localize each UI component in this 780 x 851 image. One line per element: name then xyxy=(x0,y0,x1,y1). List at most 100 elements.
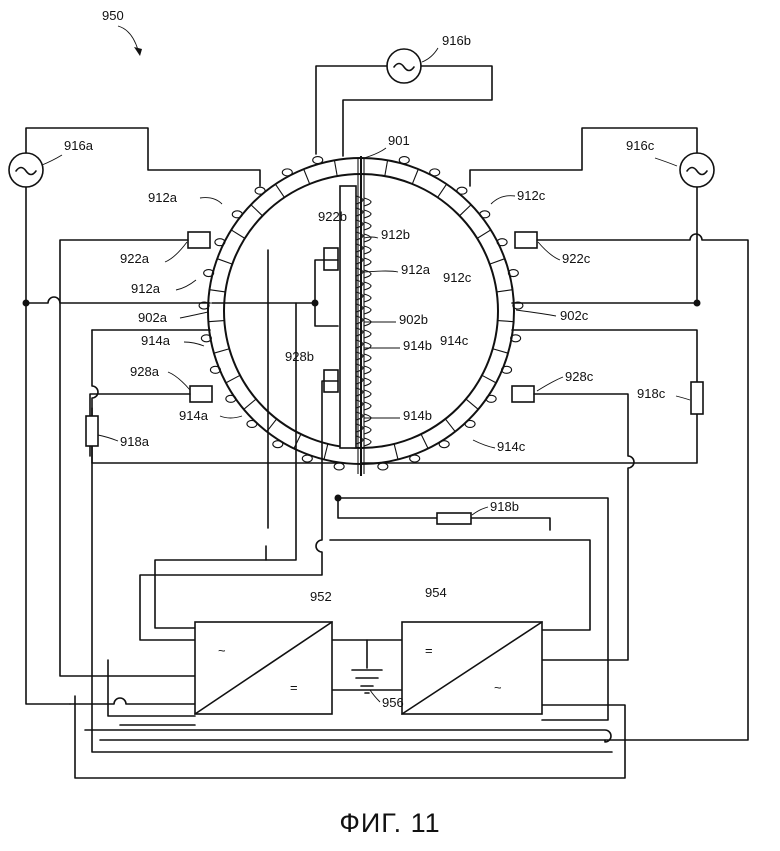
center-coil-turn xyxy=(364,342,371,350)
winding-loop xyxy=(313,157,323,164)
core-tick xyxy=(490,259,505,264)
core-tick xyxy=(466,399,478,409)
center-coil-turn xyxy=(364,378,371,386)
core-tick xyxy=(498,321,514,322)
winding-loop xyxy=(410,455,420,462)
label-918a: 918a xyxy=(120,434,150,449)
center-coil-turn xyxy=(364,354,371,362)
center-coil-turn xyxy=(364,222,371,230)
center-coil-turn xyxy=(364,258,371,266)
winding-loop xyxy=(465,420,475,427)
label-914c-1: 914c xyxy=(440,333,469,348)
center-coil-turn xyxy=(364,402,371,410)
core-tick xyxy=(497,290,513,292)
winding-loop xyxy=(282,169,292,176)
label-912a-3: 912a xyxy=(131,281,161,296)
core-tick xyxy=(482,375,496,383)
label-918b: 918b xyxy=(490,499,519,514)
winding-loop xyxy=(226,395,236,402)
winding-loop xyxy=(302,455,312,462)
core-tick xyxy=(477,230,491,238)
core-tick xyxy=(394,444,398,460)
ac-source-916b xyxy=(387,49,421,83)
winding-loop xyxy=(439,441,449,448)
core-tick xyxy=(214,349,229,353)
converter-954: = ~ xyxy=(402,622,542,714)
resistor-918b xyxy=(437,513,471,524)
core-tick xyxy=(445,419,455,432)
center-winding-902b xyxy=(340,186,371,448)
core-tick xyxy=(412,169,418,184)
resistor-918a xyxy=(86,416,98,446)
label-918c: 918c xyxy=(637,386,666,401)
winding-loop xyxy=(247,420,257,427)
converter-954-dc-symbol: = xyxy=(425,643,433,658)
core-tick xyxy=(231,230,245,238)
winding-loop xyxy=(255,187,265,194)
label-916a: 916a xyxy=(64,138,94,153)
center-coil-turn xyxy=(364,198,371,206)
core-tick xyxy=(294,434,301,448)
label-914b-2: 914b xyxy=(403,408,432,423)
winding-loop xyxy=(378,463,388,470)
core-tick xyxy=(385,160,388,176)
winding-loop xyxy=(399,157,409,164)
reference-arrow-950 xyxy=(118,26,142,56)
winding-loop xyxy=(334,463,344,470)
core-tick xyxy=(493,349,508,353)
label-912c-1: 912c xyxy=(517,188,546,203)
ac-source-916a xyxy=(9,153,43,187)
center-coil-turn xyxy=(364,210,371,218)
label-928b: 928b xyxy=(285,349,314,364)
label-928c: 928c xyxy=(565,369,594,384)
core-tick xyxy=(244,399,256,409)
winding-loop xyxy=(430,169,440,176)
label-950: 950 xyxy=(102,8,124,23)
winding-loop xyxy=(232,211,242,218)
label-928a: 928a xyxy=(130,364,160,379)
center-coil-turn xyxy=(364,246,371,254)
label-914c-2: 914c xyxy=(497,439,526,454)
label-922c: 922c xyxy=(562,251,591,266)
center-coil-turn xyxy=(364,330,371,338)
core-tick xyxy=(275,184,284,197)
core-tick xyxy=(324,444,328,460)
resistor-918c xyxy=(691,382,703,414)
winding-loop xyxy=(480,211,490,218)
label-922a: 922a xyxy=(120,251,150,266)
label-902c: 902c xyxy=(560,308,589,323)
winding-loop xyxy=(457,187,467,194)
converter-952-dc-symbol: = xyxy=(290,680,298,695)
core-tick xyxy=(226,375,240,383)
label-916b: 916b xyxy=(442,33,471,48)
core-tick xyxy=(460,205,472,216)
core-tick xyxy=(438,184,447,197)
center-coil-turn xyxy=(364,294,371,302)
center-coil-turn xyxy=(364,426,371,434)
core-tick xyxy=(209,290,225,292)
ac-source-916c xyxy=(680,153,714,187)
center-coil-turn xyxy=(364,390,371,398)
label-912b: 912b xyxy=(381,227,410,242)
toroidal-core xyxy=(208,156,514,476)
core-tick xyxy=(334,160,337,176)
label-916c: 916c xyxy=(626,138,655,153)
label-901: 901 xyxy=(388,133,410,148)
core-tick xyxy=(217,259,232,264)
label-914b-1: 914b xyxy=(403,338,432,353)
label-902a: 902a xyxy=(138,310,168,325)
winding-loop xyxy=(486,395,496,402)
label-956: 956 xyxy=(382,695,404,710)
converter-952-ac-symbol: ~ xyxy=(218,643,226,658)
label-952: 952 xyxy=(310,589,332,604)
label-914a-2: 914a xyxy=(179,408,209,423)
center-coil-turn xyxy=(364,438,371,446)
converter-952: ~ = xyxy=(195,622,332,714)
center-coil-turn xyxy=(364,306,371,314)
center-coil-turn xyxy=(364,282,371,290)
converter-954-ac-symbol: ~ xyxy=(494,680,502,695)
label-912c-2: 912c xyxy=(443,270,472,285)
figure-caption: ФИГ. 11 xyxy=(0,808,780,839)
wiring xyxy=(26,66,748,778)
